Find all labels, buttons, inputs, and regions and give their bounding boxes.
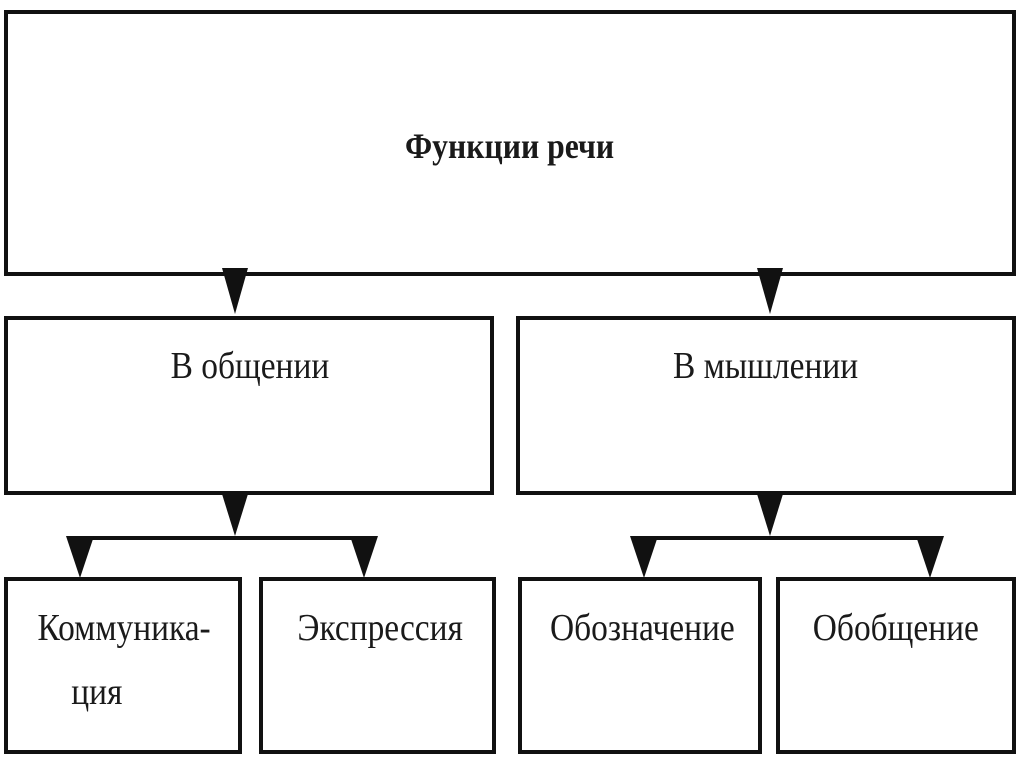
arrow-to-designation (630, 536, 658, 578)
arrow-to-generalization (916, 536, 944, 578)
leaf-expression-label: Экспрессия (297, 606, 463, 648)
leaf-generalization: Обобщение (776, 577, 1016, 754)
root-label: Функции речи (405, 127, 614, 166)
arrow-communication-down (222, 494, 248, 536)
leaf-communication-line1: Коммуника- (37, 606, 210, 648)
leaf-designation: Обозначение (518, 577, 762, 754)
leaf-designation-label: Обозначение (550, 606, 735, 648)
root-node: Функции речи (4, 10, 1016, 276)
branch-communication: В общении (4, 316, 494, 495)
arrow-to-expression (350, 536, 378, 578)
leaf-communication: Коммуника- ция (4, 577, 242, 754)
leaf-generalization-label: Обобщение (813, 606, 979, 648)
arrow-root-to-communication (222, 268, 248, 314)
branch-communication-label: В общении (171, 344, 330, 386)
arrow-root-to-thinking (757, 268, 783, 314)
branch-thinking-label: В мышлении (673, 344, 858, 386)
arrow-to-communication-function (66, 536, 94, 578)
branch-thinking: В мышлении (516, 316, 1016, 495)
leaf-communication-line2: ция (71, 670, 122, 712)
arrow-thinking-down (757, 494, 783, 536)
leaf-expression: Экспрессия (259, 577, 496, 754)
